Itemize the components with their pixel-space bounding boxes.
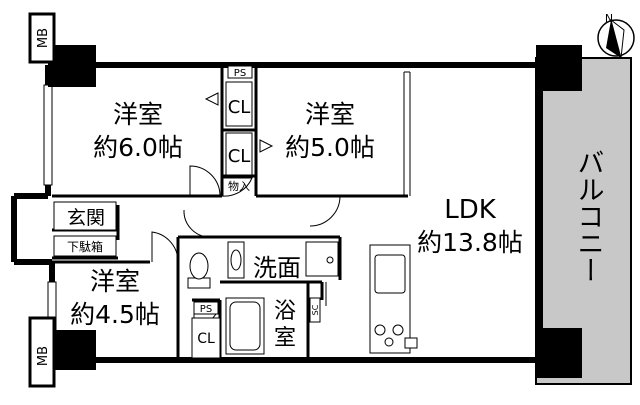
shoe-box-label: 下駄箱 xyxy=(67,239,103,254)
western-room-1-size: 約6.0帖 xyxy=(93,133,183,162)
kitchen-counter xyxy=(369,244,418,354)
western-room-2-size: 約5.0帖 xyxy=(285,133,375,162)
sc-label: SC xyxy=(311,304,320,315)
ldk-size: 約13.8帖 xyxy=(417,228,523,257)
outer-walls xyxy=(11,62,543,363)
shoe-box xyxy=(53,235,117,257)
cl-label-2: CL xyxy=(228,146,251,167)
cl-label-3: CL xyxy=(197,331,215,347)
ldk-name: LDK xyxy=(444,195,497,225)
mb-top-label: MB xyxy=(36,28,51,48)
entrance-label: 玄関 xyxy=(67,207,105,229)
western-room-3-size: 約4.5帖 xyxy=(70,300,160,329)
western-room-2-name: 洋室 xyxy=(305,100,355,129)
western-room-3-name: 洋室 xyxy=(90,267,140,296)
wash-basin-fixture xyxy=(227,241,339,279)
ps-bottom-label: PS xyxy=(200,304,212,315)
entrance-area xyxy=(53,201,117,231)
bathtub-fixture xyxy=(225,297,265,355)
mb-bottom-label: MB xyxy=(36,346,51,366)
compass-north-label: N xyxy=(605,12,613,25)
storage-label: 物入 xyxy=(228,179,250,193)
western-room-1-name: 洋室 xyxy=(113,100,163,129)
columns xyxy=(48,45,582,378)
mb-top-box xyxy=(28,12,56,64)
toilet-fixture xyxy=(187,252,211,289)
bath-label-2: 室 xyxy=(274,326,296,351)
mb-bottom-box xyxy=(28,316,56,388)
balcony-label: バルコニー xyxy=(573,149,604,284)
compass-icon xyxy=(597,18,635,59)
bath-label-1: 浴 xyxy=(274,299,296,324)
washroom-label: 洗面 xyxy=(253,254,301,282)
cl-label-1: CL xyxy=(228,97,251,118)
ps-top-label: PS xyxy=(234,68,246,79)
